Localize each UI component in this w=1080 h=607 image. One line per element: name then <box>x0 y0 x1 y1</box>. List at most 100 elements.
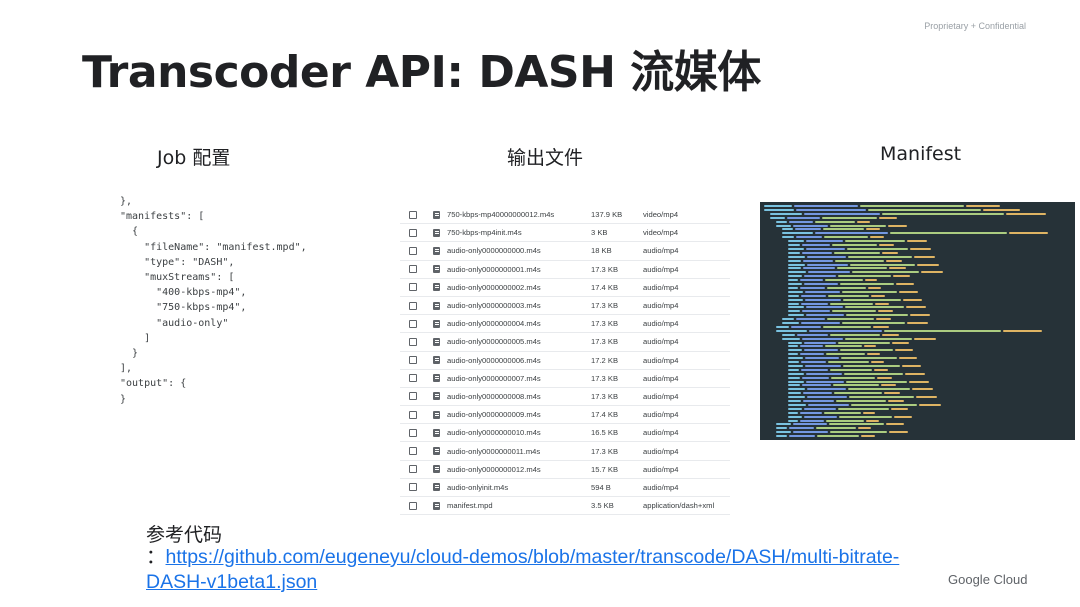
manifest-code-line <box>825 279 863 282</box>
manifest-code-line <box>788 290 803 293</box>
manifest-code-line <box>804 349 838 352</box>
manifest-code-line <box>864 279 877 282</box>
file-checkbox[interactable] <box>409 228 417 237</box>
manifest-code-line <box>800 294 827 297</box>
manifest-code-line <box>866 419 879 422</box>
manifest-code-line <box>860 205 964 207</box>
manifest-code-line <box>901 364 921 367</box>
manifest-code-line <box>802 384 831 387</box>
file-checkbox[interactable] <box>409 283 417 292</box>
manifest-code-line <box>806 255 847 258</box>
manifest-code-line <box>793 205 858 207</box>
manifest-code-line <box>801 376 830 379</box>
manifest-code-line <box>788 275 802 278</box>
file-checkbox[interactable] <box>409 447 417 456</box>
file-checkbox[interactable] <box>409 374 417 383</box>
file-size: 17.3 KB <box>591 319 619 329</box>
file-type: audio/mp4 <box>643 428 679 438</box>
manifest-code-line <box>788 400 802 402</box>
file-checkbox[interactable] <box>409 465 417 474</box>
manifest-code-line <box>826 353 866 356</box>
file-checkbox[interactable] <box>409 410 417 419</box>
manifest-code-line <box>844 306 905 309</box>
file-type: audio/mp4 <box>643 301 679 311</box>
manifest-code-line <box>807 271 850 274</box>
manifest-code-line <box>875 318 891 321</box>
manifest-code-line <box>835 259 884 262</box>
reference-link[interactable]: https://github.com/eugeneyu/cloud-demos/… <box>146 546 900 593</box>
manifest-code-line <box>782 337 800 340</box>
manifest-code-line <box>788 298 804 301</box>
manifest-code-line <box>882 212 1004 215</box>
manifest-code-line <box>845 337 912 340</box>
file-checkbox[interactable] <box>409 301 417 310</box>
file-checkbox[interactable] <box>409 501 417 510</box>
manifest-code-line <box>828 361 869 363</box>
file-name: audio-only0000000009.m4s <box>447 410 541 420</box>
file-name: audio-only0000000006.m4s <box>447 355 541 365</box>
manifest-code-line <box>788 349 803 352</box>
file-checkbox[interactable] <box>409 428 417 437</box>
file-checkbox[interactable] <box>409 246 417 255</box>
file-checkbox[interactable] <box>409 356 417 365</box>
reference-prefix: ： <box>146 546 166 568</box>
manifest-code-line <box>803 400 834 402</box>
file-checkbox[interactable] <box>409 210 417 219</box>
manifest-code-line <box>891 341 909 344</box>
manifest-code-line <box>830 333 881 336</box>
manifest-code-line <box>782 322 799 324</box>
file-checkbox[interactable] <box>409 337 417 346</box>
manifest-code-line <box>898 357 917 360</box>
manifest-code-line <box>788 419 799 422</box>
manifest-code-line <box>915 396 937 399</box>
manifest-code-line <box>822 216 877 219</box>
manifest-code-line <box>788 403 806 406</box>
manifest-code-line <box>870 361 884 363</box>
manifest-code-line <box>907 322 928 324</box>
manifest-code-line <box>788 220 814 223</box>
manifest-code-line <box>796 318 826 321</box>
file-name: audio-only0000000005.m4s <box>447 337 541 347</box>
manifest-code-line <box>776 423 791 426</box>
manifest-code-line <box>792 423 827 426</box>
output-files-heading: 输出文件 <box>507 147 584 169</box>
manifest-code-line <box>918 403 941 406</box>
file-checkbox[interactable] <box>409 265 417 274</box>
file-checkbox[interactable] <box>409 319 417 328</box>
file-type: audio/mp4 <box>643 337 679 347</box>
manifest-code-line <box>788 247 805 250</box>
manifest-code-line <box>782 236 794 239</box>
manifest-code-line <box>788 306 804 309</box>
manifest-code-line <box>793 224 828 227</box>
manifest-code-line <box>805 364 841 367</box>
manifest-code-line <box>828 294 870 297</box>
manifest-code-line <box>776 427 787 430</box>
manifest-code-line <box>868 208 981 211</box>
manifest-code-line <box>871 294 885 297</box>
file-checkbox[interactable] <box>409 483 417 492</box>
file-type: audio/mp4 <box>643 264 679 274</box>
file-checkbox[interactable] <box>409 392 417 401</box>
manifest-xml-screenshot <box>760 202 1075 440</box>
manifest-code-line <box>800 322 840 324</box>
manifest-code-line <box>776 220 787 223</box>
manifest-code-line <box>869 236 884 239</box>
manifest-code-line <box>827 318 874 321</box>
